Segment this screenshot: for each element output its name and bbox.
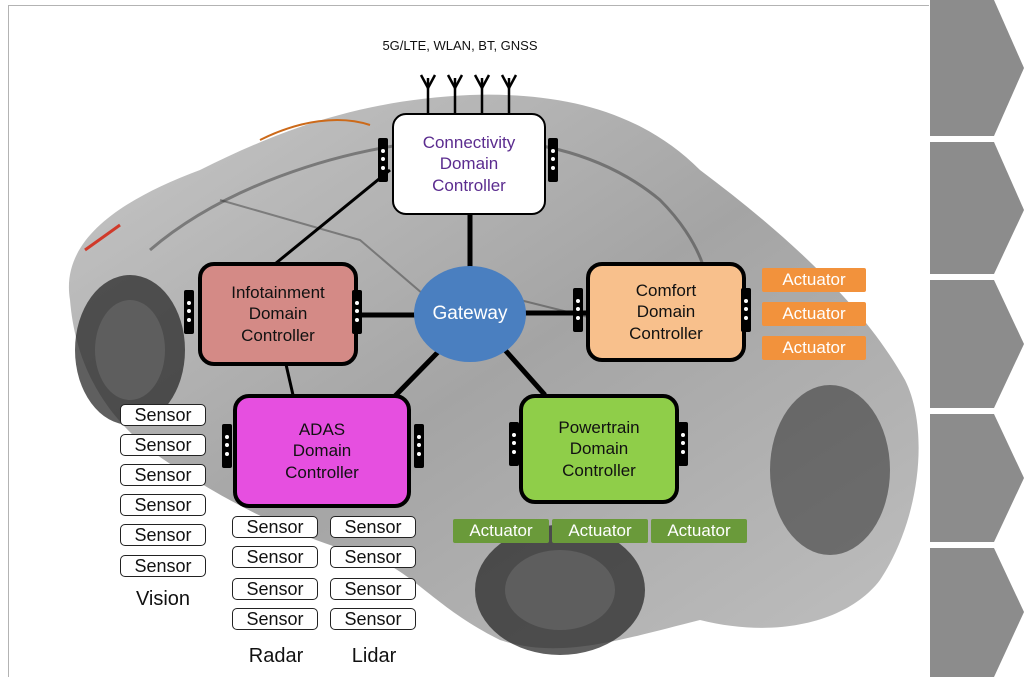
lidar-group-label: Lidar: [351, 645, 397, 667]
connector-icon: [548, 138, 558, 182]
connector-icon: [741, 288, 751, 332]
lidar-sensor: Sensor: [330, 546, 416, 568]
radar-sensor: Sensor: [232, 546, 318, 568]
chevron-step-icon: [930, 414, 1024, 542]
comfort-actuator: Actuator: [762, 336, 866, 360]
vision-group-label: Vision: [135, 588, 191, 610]
vision-sensor: Sensor: [120, 494, 206, 516]
radar-sensor: Sensor: [232, 578, 318, 600]
chevron-step-icon: [930, 142, 1024, 274]
connector-icon: [573, 288, 583, 332]
vision-sensor: Sensor: [120, 555, 206, 577]
chevron-arrows: [930, 0, 1024, 677]
connector-icon: [509, 422, 519, 466]
wireless-links-label: 5G/LTE, WLAN, BT, GNSS: [382, 38, 538, 53]
chevron-step-icon: [930, 280, 1024, 408]
connector-icon: [678, 422, 688, 466]
lidar-sensor: Sensor: [330, 516, 416, 538]
comfort-actuator: Actuator: [762, 268, 866, 292]
link-gateway-adas: [393, 348, 442, 398]
vision-sensor: Sensor: [120, 404, 206, 426]
radar-sensor: Sensor: [232, 608, 318, 630]
connector-icon: [184, 290, 194, 334]
powertrain-actuator: Actuator: [552, 519, 648, 543]
powertrain-actuator: Actuator: [651, 519, 747, 543]
antenna-icon: [419, 74, 518, 115]
chevron-step-icon: [930, 0, 1024, 136]
comfort-actuator: Actuator: [762, 302, 866, 326]
vision-sensor: Sensor: [120, 464, 206, 486]
vision-sensor: Sensor: [120, 434, 206, 456]
connector-icon: [352, 290, 362, 334]
link-connectivity-infotainment: [269, 168, 391, 270]
radar-group-label: Radar: [248, 645, 304, 667]
process-chevron-bar: [930, 0, 1024, 677]
link-gateway-powertrain: [503, 348, 547, 397]
connector-icon: [414, 424, 424, 468]
gateway-node: Gateway: [414, 266, 526, 362]
powertrain-actuator: Actuator: [453, 519, 549, 543]
connector-icon: [222, 424, 232, 468]
lidar-sensor: Sensor: [330, 578, 416, 600]
chevron-step-icon: [930, 548, 1024, 677]
connector-icon: [378, 138, 388, 182]
radar-sensor: Sensor: [232, 516, 318, 538]
lidar-sensor: Sensor: [330, 608, 416, 630]
diagram-frame: [8, 5, 929, 677]
vision-sensor: Sensor: [120, 524, 206, 546]
